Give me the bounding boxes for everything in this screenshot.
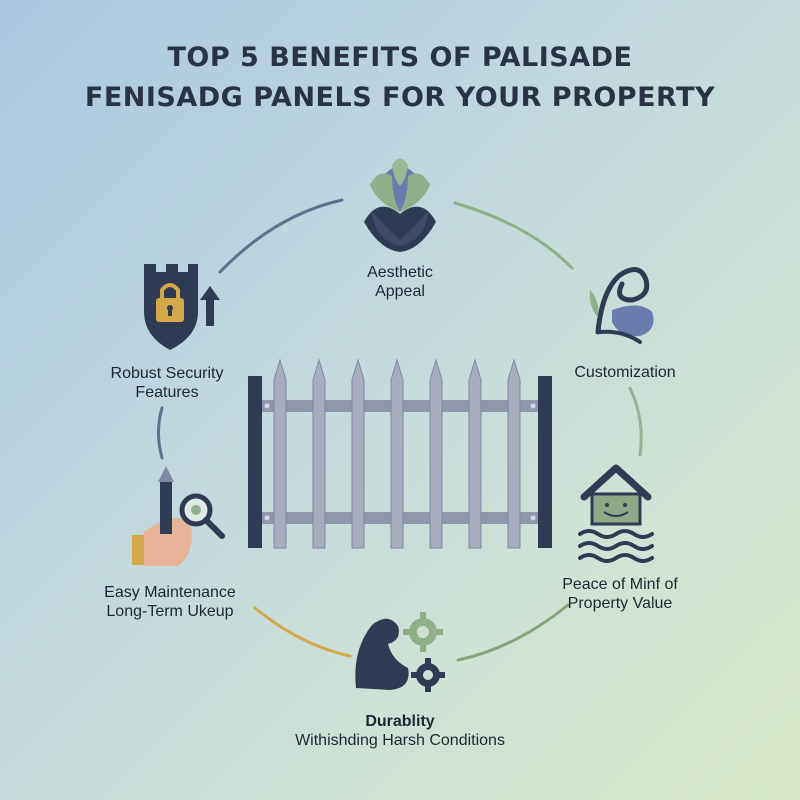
smiling-house-icon bbox=[578, 464, 654, 563]
benefit-easy-maintenance: Easy Maintenance Long-Term Ukeup bbox=[85, 583, 255, 621]
benefit-customization: Customization bbox=[555, 363, 695, 382]
benefit-label-line-1: Customization bbox=[574, 364, 676, 381]
benefit-peace-of-mind: Peace of Minf of Property Value bbox=[535, 575, 705, 613]
ring-arc-left bbox=[157, 406, 164, 460]
lotus-flower-icon bbox=[364, 158, 436, 252]
benefit-label-line-1: Peace of Minf of bbox=[562, 576, 678, 593]
benefit-robust-security: Robust Security Features bbox=[92, 364, 242, 402]
benefit-label-line-1: Easy Maintenance bbox=[104, 584, 236, 601]
ring-arc-bottom-right bbox=[456, 603, 570, 662]
benefit-label-line-2: Property Value bbox=[567, 595, 673, 612]
flexed-arm-gears-icon bbox=[355, 612, 445, 692]
palisade-fence-panel-icon bbox=[248, 358, 552, 549]
swirl-leaf-icon bbox=[589, 267, 654, 344]
ring-arcs bbox=[157, 198, 643, 662]
benefit-label-line-2: Withishding Harsh Conditions bbox=[295, 732, 505, 749]
page-title-line-2: FENISADG PANELS FOR YOUR PROPERTY bbox=[84, 82, 716, 113]
ring-arc-bottom-left bbox=[253, 606, 352, 658]
benefit-label-line-1: Durablity bbox=[365, 713, 435, 730]
castle-lock-icon bbox=[144, 264, 220, 350]
hand-magnifier-icon bbox=[132, 466, 225, 566]
benefit-durability: Durablity Withishding Harsh Conditions bbox=[250, 712, 550, 750]
benefit-aesthetic-appeal: Aesthetic Appeal bbox=[330, 263, 470, 301]
ring-arc-top-left bbox=[218, 198, 344, 274]
ring-arc-top-right bbox=[453, 201, 574, 270]
ring-arc-right bbox=[628, 386, 643, 457]
page-title-line-1: TOP 5 BENEFITS OF PALISADE bbox=[167, 42, 633, 73]
benefit-label-line-2: Long-Term Ukeup bbox=[106, 603, 234, 620]
benefit-label-line-2: Appeal bbox=[375, 283, 425, 300]
benefit-label-line-1: Aesthetic bbox=[367, 264, 433, 281]
benefit-label-line-1: Robust Security bbox=[110, 365, 224, 382]
benefit-label-line-2: Features bbox=[135, 384, 199, 401]
